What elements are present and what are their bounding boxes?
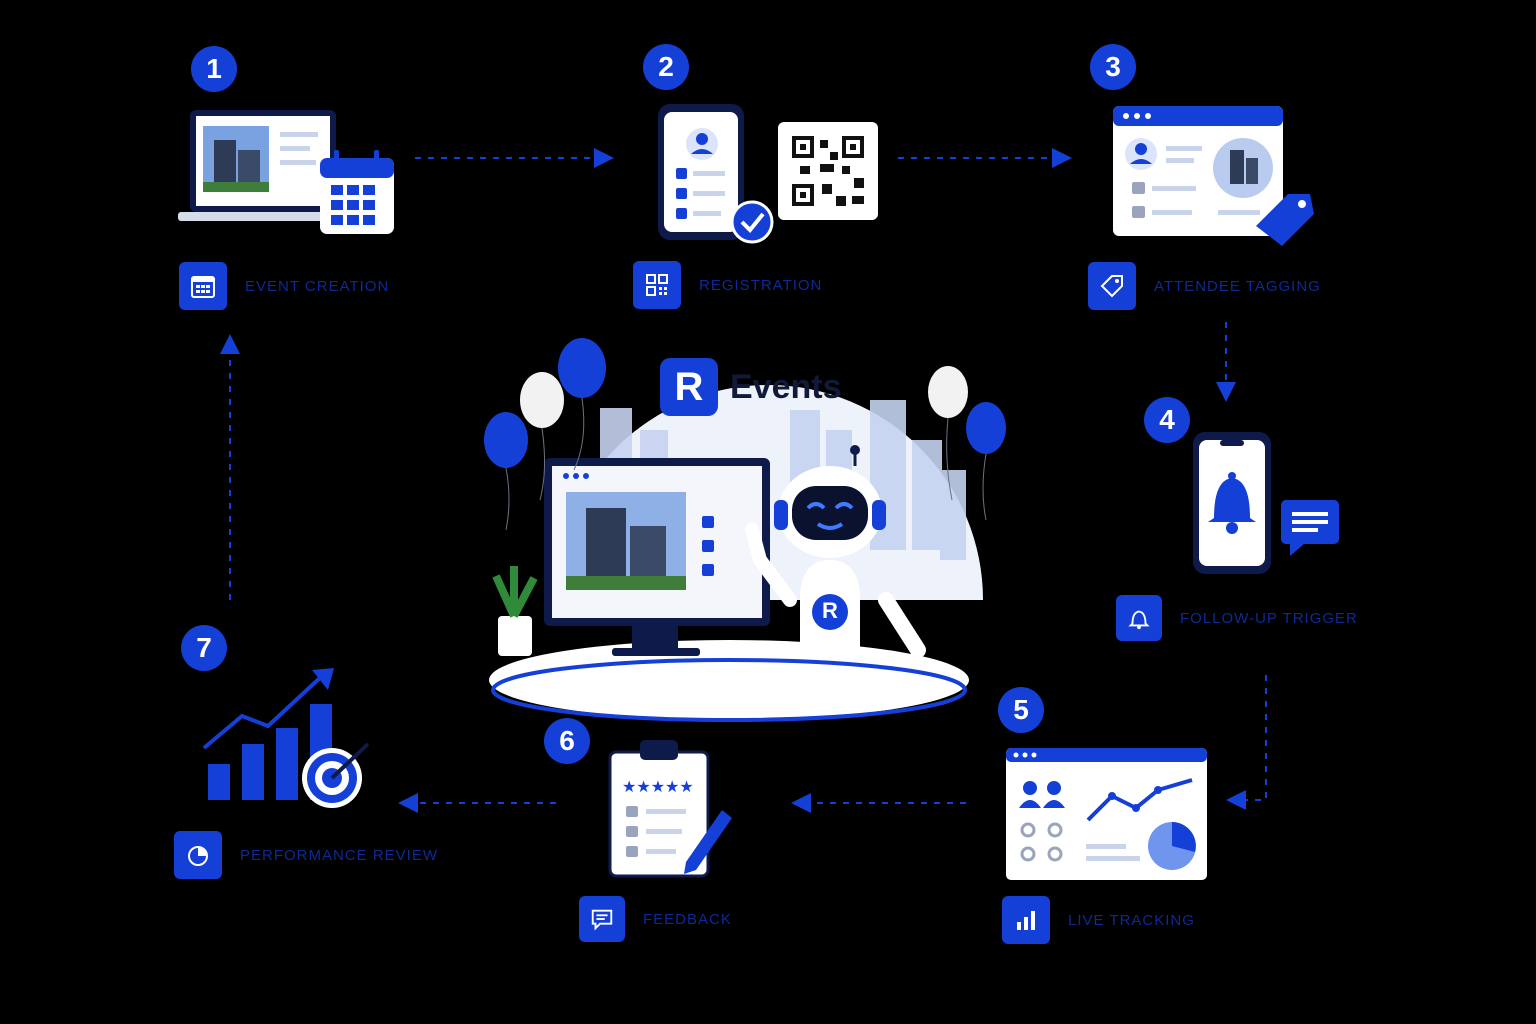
- step-label-text-5: Live Tracking: [1068, 911, 1195, 929]
- step-badge-3: 3: [1090, 44, 1136, 90]
- step-label-6: Feedback: [579, 896, 732, 942]
- balloons: [484, 338, 1006, 531]
- bell-icon: [1116, 595, 1162, 641]
- brand-name: Events: [730, 367, 842, 406]
- feedback-illustration: ★★★★★: [608, 740, 732, 878]
- connector-arrows: [220, 148, 1267, 813]
- pie-chart-icon: [174, 831, 222, 879]
- registration-illustration: [658, 104, 878, 244]
- step-badge-2: 2: [643, 44, 689, 90]
- feedback-icon: [579, 896, 625, 942]
- attendee-tagging-illustration: [1113, 106, 1314, 246]
- step-label-text-2: Registration: [699, 276, 823, 294]
- step-badge-1: 1: [191, 46, 237, 92]
- brand-logo: R: [660, 358, 718, 416]
- qr-code-icon: [633, 261, 681, 309]
- step-label-text-6: Feedback: [643, 910, 732, 928]
- center-illustration: [484, 338, 1006, 722]
- step-label-3: Attendee Tagging: [1088, 262, 1321, 310]
- step-label-7: Performance Review: [174, 831, 438, 879]
- follow-up-trigger-illustration: [1193, 432, 1339, 574]
- step-badge-5: 5: [998, 687, 1044, 733]
- event-creation-illustration: [178, 110, 394, 234]
- step-label-text-4: Follow-up Trigger: [1180, 609, 1358, 627]
- step-label-2: Registration: [633, 261, 822, 309]
- performance-review-illustration: [202, 668, 370, 808]
- svg-text:★★★★★: ★★★★★: [622, 777, 694, 796]
- bar-chart-icon: [1002, 896, 1050, 944]
- calendar-icon: [179, 262, 227, 310]
- step-label-5: Live Tracking: [1002, 896, 1195, 944]
- step-badge-7: 7: [181, 625, 227, 671]
- arrow-4-to-5: [1226, 675, 1267, 810]
- step-label-text-7: Performance Review: [240, 846, 439, 864]
- tag-icon: [1088, 262, 1136, 310]
- step-label-text-1: Event Creation: [245, 277, 390, 295]
- step-badge-4: 4: [1144, 397, 1190, 443]
- step-badge-6: 6: [544, 718, 590, 764]
- live-tracking-illustration: [1006, 748, 1207, 880]
- step-label-1: Event Creation: [179, 262, 389, 310]
- events-brand: R Events: [660, 358, 842, 416]
- step-label-4: Follow-up Trigger: [1116, 595, 1358, 641]
- robot-chest-letter: R: [822, 598, 838, 623]
- step-label-text-3: Attendee Tagging: [1154, 277, 1321, 295]
